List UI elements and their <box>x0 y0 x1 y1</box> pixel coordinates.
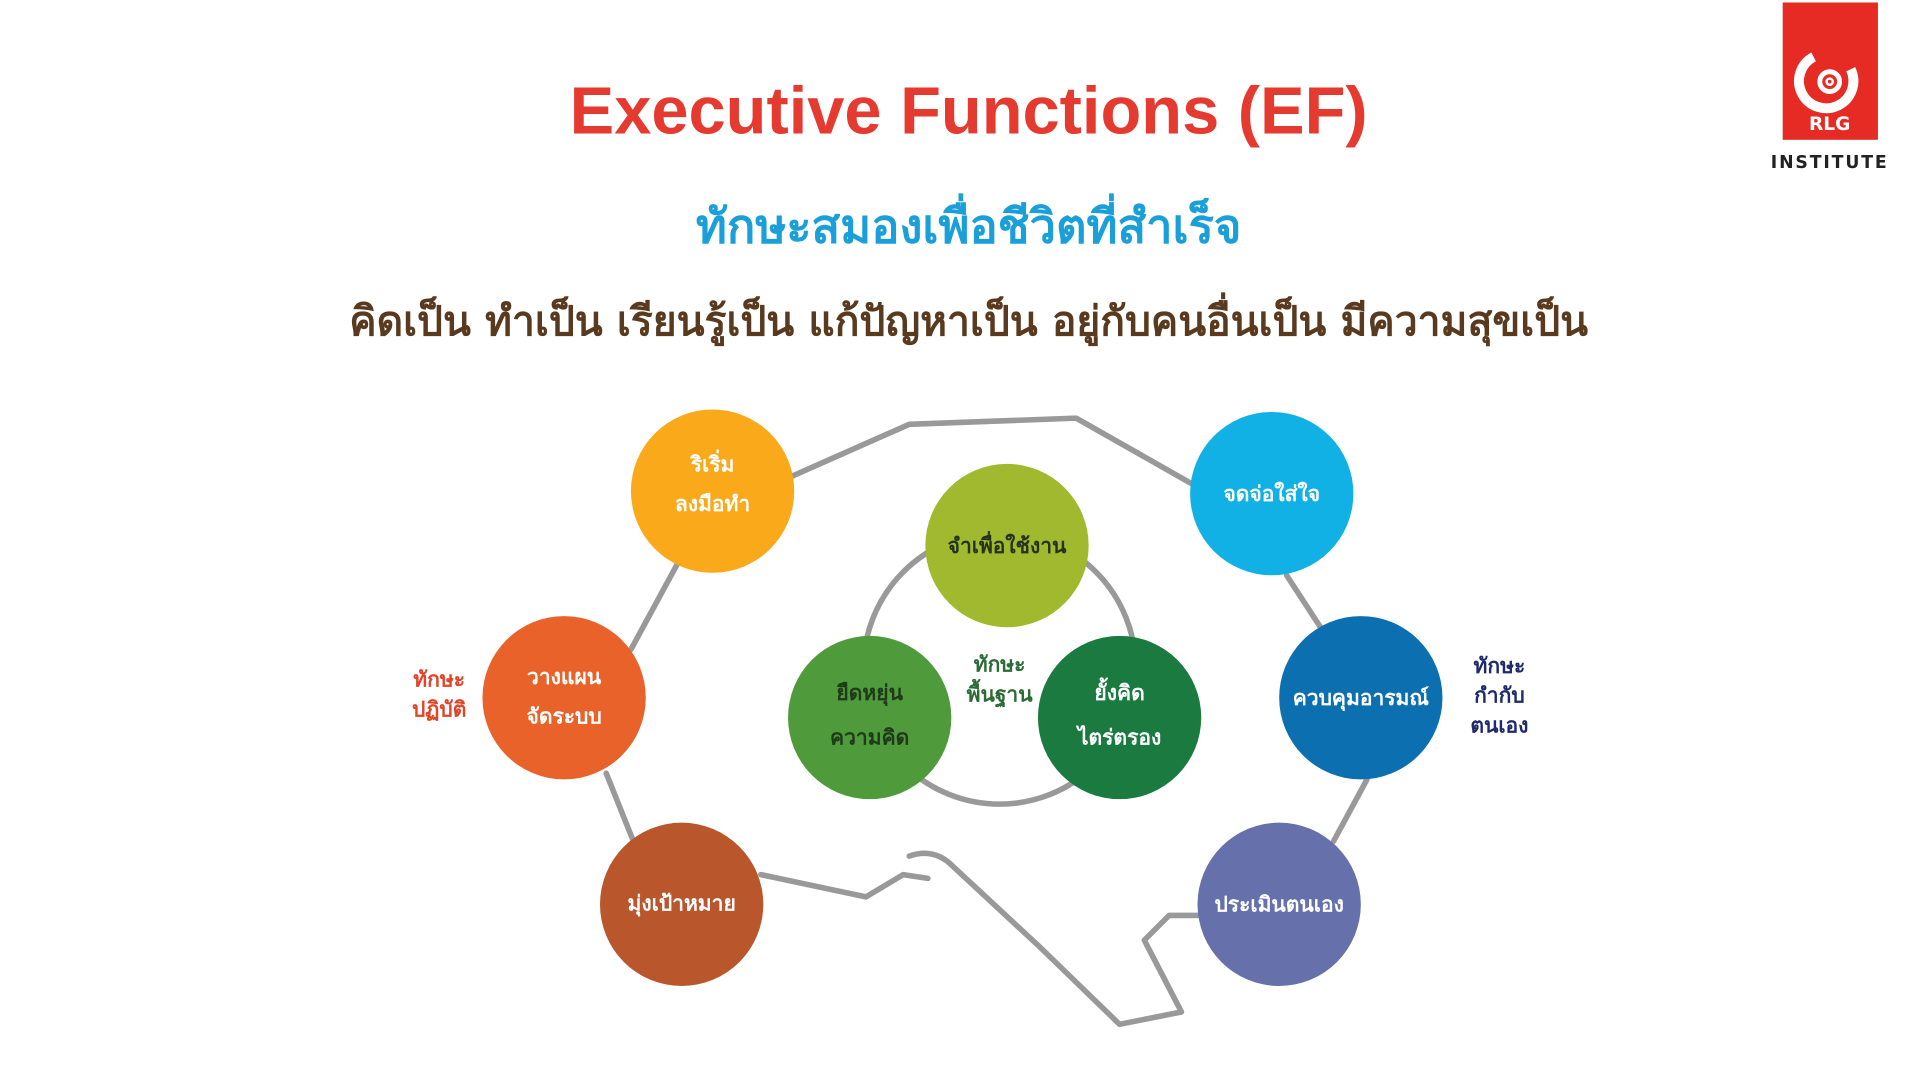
svg-text:ทักษะ: ทักษะ <box>974 652 1026 677</box>
svg-text:ทักษะ: ทักษะ <box>413 667 465 692</box>
svg-text:ปฏิบัติ: ปฏิบัติ <box>412 696 466 721</box>
svg-text:ยั้งคิด: ยั้งคิด <box>1094 677 1144 705</box>
skill-focus: จดจ่อใส่ใจ <box>1190 411 1354 576</box>
page-subtitle: ทักษะสมองเพื่อชีวิตที่สำเร็จ <box>696 192 1242 254</box>
svg-text:ลงมือทำ: ลงมือทำ <box>675 491 750 516</box>
page-title: Executive Functions (EF) <box>570 75 1368 149</box>
skill-flexibility: ยืดหยุ่น ความคิด <box>788 635 952 800</box>
svg-text:วางแผน: วางแผน <box>527 664 602 689</box>
group-label-practical: ทักษะ ปฏิบัติ <box>412 667 466 722</box>
skill-emotional-control: ควบคุมอารมณ์ <box>1279 616 1443 780</box>
svg-text:ยืดหยุ่น: ยืดหยุ่น <box>836 680 903 707</box>
svg-text:ไตร่ตรอง: ไตร่ตรอง <box>1076 725 1161 750</box>
skill-goal: มุ่งเป้าหมาย <box>600 822 764 986</box>
svg-text:กำกับ: กำกับ <box>1474 683 1525 708</box>
svg-text:ความคิด: ความคิด <box>830 725 909 750</box>
svg-text:ทักษะ: ทักษะ <box>1474 653 1526 678</box>
page-tagline: คิดเป็น ทำเป็น เรียนรู้เป็น แก้ปัญหาเป็น… <box>349 292 1588 347</box>
skill-working-memory: จำเพื่อใช้งาน <box>925 463 1089 628</box>
svg-text:จำเพื่อใช้งาน: จำเพื่อใช้งาน <box>948 530 1067 558</box>
skill-initiate: ริเริ่ม ลงมือทำ <box>630 409 795 573</box>
svg-text:จัดระบบ: จัดระบบ <box>527 704 602 729</box>
svg-text:พื้นฐาน: พื้นฐาน <box>967 678 1034 708</box>
skill-self-monitoring: ประเมินตนเอง <box>1197 822 1361 986</box>
skill-planning: วางแผน จัดระบบ <box>482 616 646 780</box>
svg-text:ตนเอง: ตนเอง <box>1470 712 1528 737</box>
svg-text:ประเมินตนเอง: ประเมินตนเอง <box>1214 892 1343 917</box>
logo-mark: RLG <box>1809 114 1850 135</box>
rlg-logo: RLG INSTITUTE <box>1771 2 1889 173</box>
svg-text:มุ่งเป้าหมาย: มุ่งเป้าหมาย <box>628 891 736 918</box>
spiral-icon <box>1794 52 1859 114</box>
skill-inhibition: ยั้งคิด ไตร่ตรอง <box>1037 635 1202 800</box>
svg-text:จดจ่อใส่ใจ: จดจ่อใส่ใจ <box>1223 481 1320 506</box>
svg-text:ริเริ่ม: ริเริ่ม <box>689 448 734 476</box>
logo-text: INSTITUTE <box>1771 153 1889 173</box>
svg-text:ควบคุมอารมณ์: ควบคุมอารมณ์ <box>1293 685 1430 712</box>
group-label-basic: ทักษะ พื้นฐาน <box>967 652 1034 709</box>
group-label-self-regulation: ทักษะ กำกับ ตนเอง <box>1470 653 1528 737</box>
